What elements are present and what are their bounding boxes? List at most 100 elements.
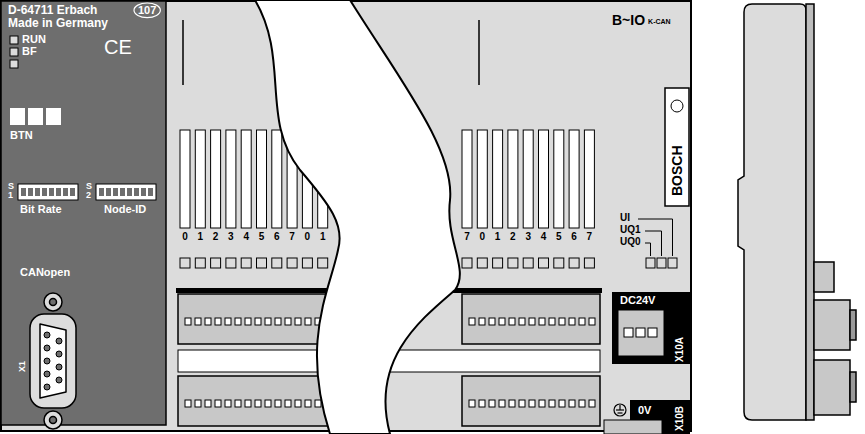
terminal-pin bbox=[579, 318, 585, 325]
terminal-pin bbox=[469, 318, 475, 325]
terminal-pin bbox=[479, 400, 485, 407]
channel-number: 0 bbox=[179, 231, 191, 243]
terminal-pin bbox=[245, 400, 251, 407]
channel-number: 7 bbox=[461, 231, 473, 243]
terminal-pin bbox=[529, 318, 535, 325]
label-strip bbox=[539, 130, 549, 228]
dip-lever bbox=[120, 188, 125, 196]
terminal-pin bbox=[195, 318, 201, 325]
connector-name: X10A bbox=[674, 337, 686, 362]
channel-led bbox=[318, 258, 328, 268]
side-connector bbox=[814, 300, 850, 350]
ground-line bbox=[619, 405, 620, 410]
led bbox=[668, 258, 677, 268]
connector-pin bbox=[44, 332, 50, 338]
switch-label: Node-ID bbox=[104, 203, 146, 216]
dip-lever bbox=[42, 188, 47, 196]
ground-connector bbox=[604, 420, 662, 434]
channel-led bbox=[584, 258, 594, 268]
terminal-pin bbox=[559, 318, 565, 325]
channel-led bbox=[523, 258, 533, 268]
channel-led bbox=[508, 258, 518, 268]
supply-leds bbox=[646, 258, 677, 268]
status-leds bbox=[10, 36, 18, 68]
switch-name: S2 bbox=[86, 182, 93, 200]
dip-lever bbox=[35, 188, 40, 196]
manufacturer-address: D-64711 Erbach bbox=[8, 4, 97, 18]
connector-pin bbox=[44, 345, 50, 351]
dip-lever bbox=[99, 188, 104, 196]
terminal-pin bbox=[529, 400, 535, 407]
terminal-pin bbox=[185, 400, 191, 407]
terminal-pin bbox=[195, 400, 201, 407]
leader-line bbox=[638, 219, 673, 256]
terminal-pin bbox=[509, 400, 515, 407]
screw bbox=[50, 417, 57, 424]
origin-mark: Made in Germany bbox=[8, 17, 108, 31]
terminal-pin bbox=[519, 400, 525, 407]
channel-led bbox=[195, 258, 205, 268]
channel-number: 5 bbox=[553, 231, 565, 243]
dip-lever bbox=[148, 188, 153, 196]
terminal-pin bbox=[539, 318, 545, 325]
channel-number: 6 bbox=[568, 231, 580, 243]
terminal-pin bbox=[549, 318, 555, 325]
terminal-pin bbox=[469, 400, 475, 407]
led-label: BF bbox=[22, 45, 37, 58]
led bbox=[10, 48, 18, 56]
terminal-pin bbox=[275, 318, 281, 325]
terminal-pin bbox=[265, 318, 271, 325]
channel-number: 1 bbox=[194, 231, 206, 243]
dip-lever bbox=[28, 188, 33, 196]
side-view bbox=[738, 4, 856, 420]
button-label: BTN bbox=[10, 129, 33, 142]
brand-name: BOSCH bbox=[669, 145, 685, 196]
terminal-pin bbox=[295, 318, 301, 325]
signal-name: UQ0 bbox=[620, 236, 641, 248]
label-strip bbox=[241, 130, 251, 228]
dip-lever bbox=[49, 188, 54, 196]
ground-circle bbox=[614, 404, 626, 416]
label-strip bbox=[523, 130, 533, 228]
leader-line bbox=[645, 231, 662, 256]
dip-switch bbox=[96, 184, 156, 200]
dip-lever bbox=[141, 188, 146, 196]
channel-led bbox=[477, 258, 487, 268]
terminal-pin bbox=[315, 400, 321, 407]
terminal-pin bbox=[285, 400, 291, 407]
label-strip bbox=[462, 130, 472, 228]
terminal-pin bbox=[549, 400, 555, 407]
channel-led bbox=[272, 258, 282, 268]
channel-number: 1 bbox=[317, 231, 329, 243]
connector-pins bbox=[624, 328, 657, 337]
product-variant: K-CAN bbox=[648, 18, 671, 26]
terminal-pin bbox=[589, 318, 595, 325]
channel-number: 6 bbox=[271, 231, 283, 243]
channel-number: 2 bbox=[210, 231, 222, 243]
led bbox=[657, 258, 666, 268]
label-strip bbox=[180, 130, 190, 228]
side-connector bbox=[850, 310, 856, 340]
sub-d-connector bbox=[30, 293, 76, 429]
connector-pin bbox=[44, 358, 50, 364]
label-strip bbox=[211, 130, 221, 228]
terminal-pin bbox=[509, 318, 515, 325]
terminal-pin bbox=[225, 400, 231, 407]
product-name: B~IO bbox=[612, 12, 645, 28]
pin bbox=[648, 328, 657, 337]
channel-number: 4 bbox=[240, 231, 252, 243]
marking-line bbox=[182, 20, 184, 85]
channel-number: 5 bbox=[256, 231, 268, 243]
terminal-pin bbox=[265, 400, 271, 407]
channel-led bbox=[554, 258, 564, 268]
channel-led bbox=[539, 258, 549, 268]
connector-pin bbox=[44, 384, 50, 390]
supply-label: 0V bbox=[638, 404, 651, 417]
bus-label: CANopen bbox=[20, 266, 70, 279]
button bbox=[10, 108, 25, 125]
pin bbox=[624, 328, 633, 337]
callout-number: 107 bbox=[138, 4, 156, 17]
terminal-block bbox=[462, 294, 600, 344]
dip-lever bbox=[70, 188, 75, 196]
